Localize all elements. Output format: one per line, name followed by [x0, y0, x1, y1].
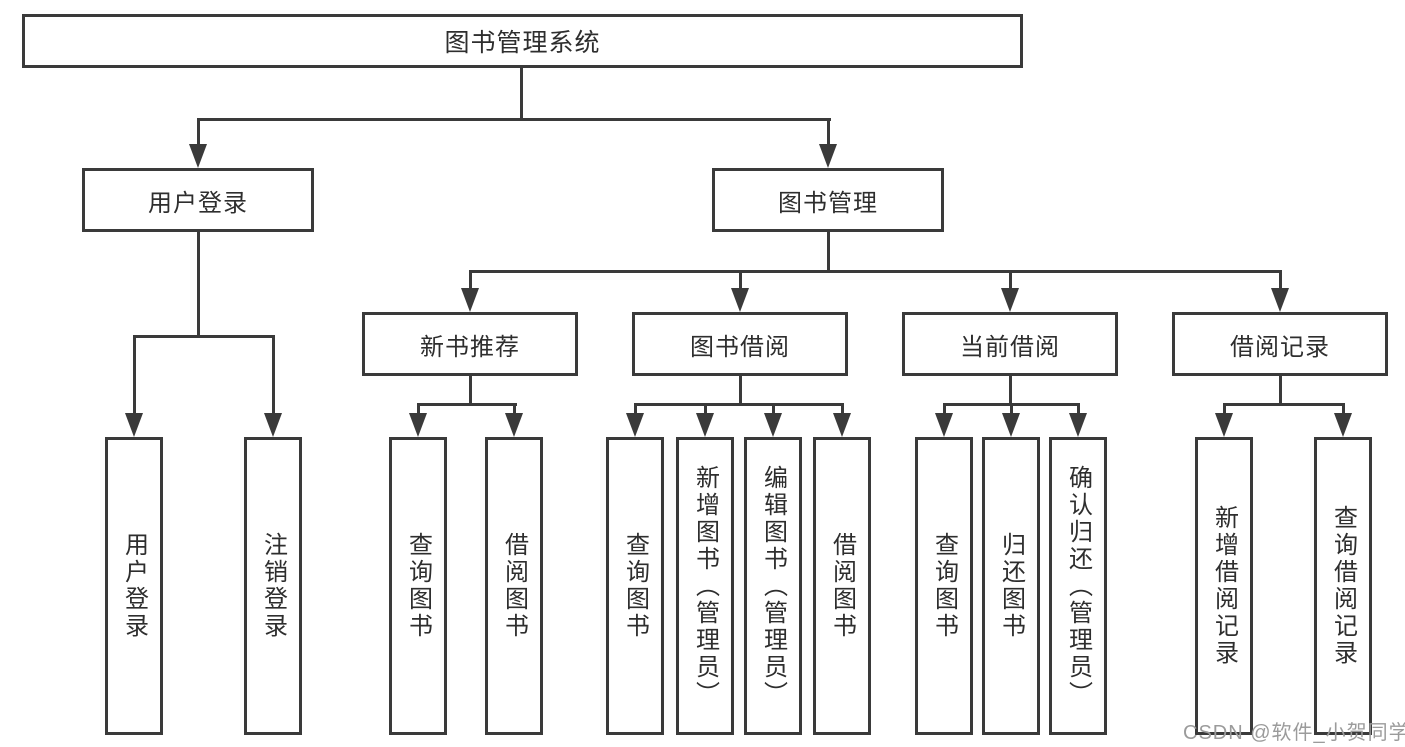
node-leaf-return-books: 归还图书: [982, 437, 1040, 735]
connector-line: [1223, 403, 1345, 406]
arrow-down-icon: [819, 144, 837, 168]
connector-line: [417, 403, 517, 406]
arrow-down-icon: [1215, 413, 1233, 437]
connector-line: [520, 67, 523, 118]
arrow-down-icon: [125, 413, 143, 437]
leaf-label: 注销登录: [259, 532, 287, 640]
node-leaf-borrow-books-1: 借阅图书: [485, 437, 543, 735]
connector-line: [1009, 376, 1012, 403]
node-leaf-borrow-books-2: 借阅图书: [813, 437, 871, 735]
connector-line: [634, 403, 637, 417]
node-book-borrowing: 图书借阅: [632, 312, 848, 376]
arrow-down-icon: [1334, 413, 1352, 437]
leaf-label: 归还图书: [997, 532, 1025, 640]
node-label: 当前借阅: [960, 333, 1060, 361]
arrow-down-icon: [189, 144, 207, 168]
arrow-down-icon: [696, 413, 714, 437]
node-library-management-system: 图书管理系统: [22, 14, 1023, 68]
connector-line: [1279, 376, 1282, 403]
leaf-label: 编辑图书（管理员）: [759, 464, 787, 708]
leaf-label: 借阅图书: [828, 532, 856, 640]
arrow-down-icon: [833, 413, 851, 437]
connector-line: [634, 403, 844, 406]
arrow-down-icon: [505, 413, 523, 437]
connector-line: [827, 232, 830, 270]
connector-line: [197, 118, 831, 121]
connector-line: [469, 270, 472, 292]
connector-line: [1279, 270, 1282, 292]
connector-line: [943, 403, 946, 417]
node-current-borrowing: 当前借阅: [902, 312, 1118, 376]
connector-line: [197, 232, 200, 335]
connector-line: [827, 118, 830, 150]
arrow-down-icon: [264, 413, 282, 437]
leaf-label: 查询图书: [930, 532, 958, 640]
arrow-down-icon: [461, 288, 479, 312]
connector-line: [272, 335, 275, 417]
leaf-label: 新增借阅记录: [1210, 505, 1238, 667]
connector-line: [133, 335, 136, 417]
connector-line: [739, 376, 742, 403]
connector-line: [1077, 403, 1080, 417]
leaf-label: 借阅图书: [500, 532, 528, 640]
leaf-label: 用户登录: [120, 532, 148, 640]
node-label: 新书推荐: [420, 333, 520, 361]
connector-line: [1223, 403, 1226, 417]
connector-line: [704, 403, 707, 417]
node-label: 图书借阅: [690, 333, 790, 361]
node-borrowing-records: 借阅记录: [1172, 312, 1388, 376]
connector-line: [417, 403, 420, 417]
arrow-down-icon: [1069, 413, 1087, 437]
node-label: 图书管理系统: [444, 29, 601, 57]
csdn-watermark: CSDN @软件_小贺同学: [1183, 722, 1405, 744]
connector-line: [1010, 403, 1013, 417]
connector-line: [841, 403, 844, 417]
node-label: 图书管理: [778, 189, 878, 217]
leaf-label: 查询借阅记录: [1329, 505, 1357, 667]
connector-line: [469, 376, 472, 403]
node-label: 用户登录: [148, 189, 248, 217]
leaf-label: 新增图书（管理员）: [691, 464, 719, 708]
arrow-down-icon: [626, 413, 644, 437]
node-new-book-recommendation: 新书推荐: [362, 312, 578, 376]
node-label: 借阅记录: [1230, 333, 1330, 361]
node-leaf-edit-books-admin: 编辑图书（管理员）: [744, 437, 802, 735]
node-user-login: 用户登录: [82, 168, 314, 232]
connector-line: [772, 403, 775, 417]
connector-line: [1342, 403, 1345, 417]
arrow-down-icon: [1002, 413, 1020, 437]
leaf-label: 确认归还（管理员）: [1064, 464, 1092, 708]
node-leaf-user-login: 用户登录: [105, 437, 163, 735]
leaf-label: 查询图书: [404, 532, 432, 640]
connector-line: [1009, 270, 1012, 292]
connector-line: [739, 270, 742, 292]
node-leaf-confirm-return-admin: 确认归还（管理员）: [1049, 437, 1107, 735]
arrow-down-icon: [1001, 288, 1019, 312]
connector-line: [469, 270, 1282, 273]
node-leaf-logout: 注销登录: [244, 437, 302, 735]
arrow-down-icon: [935, 413, 953, 437]
node-leaf-query-books-1: 查询图书: [389, 437, 447, 735]
leaf-label: 查询图书: [621, 532, 649, 640]
arrow-down-icon: [731, 288, 749, 312]
connector-line: [133, 335, 275, 338]
node-book-management: 图书管理: [712, 168, 944, 232]
arrow-down-icon: [764, 413, 782, 437]
node-leaf-add-borrow-record: 新增借阅记录: [1195, 437, 1253, 735]
node-leaf-query-books-3: 查询图书: [915, 437, 973, 735]
connector-line: [197, 118, 200, 150]
node-leaf-add-books-admin: 新增图书（管理员）: [676, 437, 734, 735]
node-leaf-query-borrow-record: 查询借阅记录: [1314, 437, 1372, 735]
arrow-down-icon: [409, 413, 427, 437]
connector-line: [513, 403, 516, 417]
node-leaf-query-books-2: 查询图书: [606, 437, 664, 735]
arrow-down-icon: [1271, 288, 1289, 312]
